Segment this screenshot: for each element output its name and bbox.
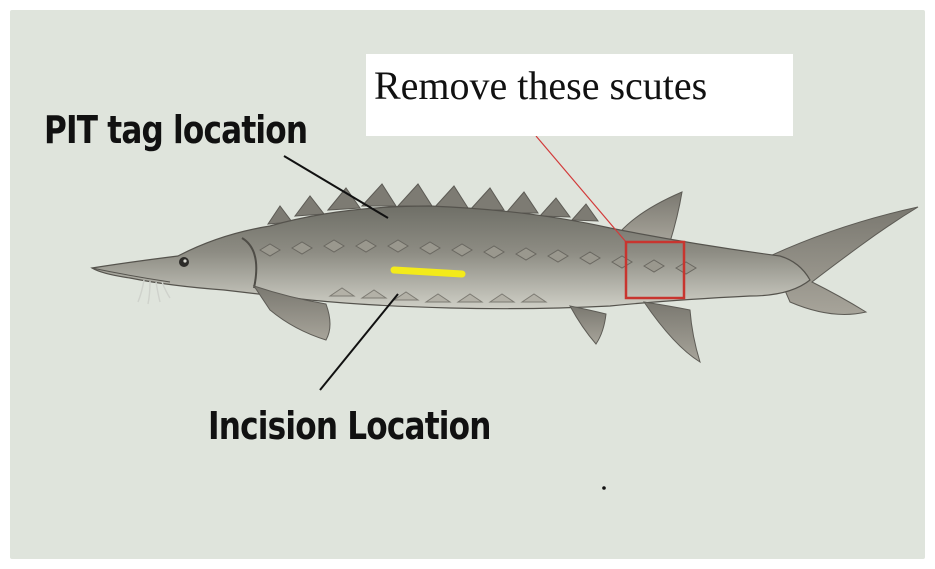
- fish-body: [92, 206, 810, 309]
- pelvic-fin: [570, 306, 606, 344]
- incision-location-label: Incision Location: [208, 404, 491, 448]
- stray-dot: [602, 486, 606, 490]
- incision-marker: [394, 270, 462, 274]
- remove-scutes-label: Remove these scutes: [374, 62, 707, 109]
- pit-tag-location-label: PIT tag location: [44, 108, 307, 152]
- anal-fin: [644, 302, 700, 362]
- diagram-canvas: PIT tag location Incision Location Remov…: [10, 10, 925, 559]
- remove-scutes-callout: Remove these scutes: [366, 54, 793, 136]
- incision-pointer-line: [320, 294, 398, 390]
